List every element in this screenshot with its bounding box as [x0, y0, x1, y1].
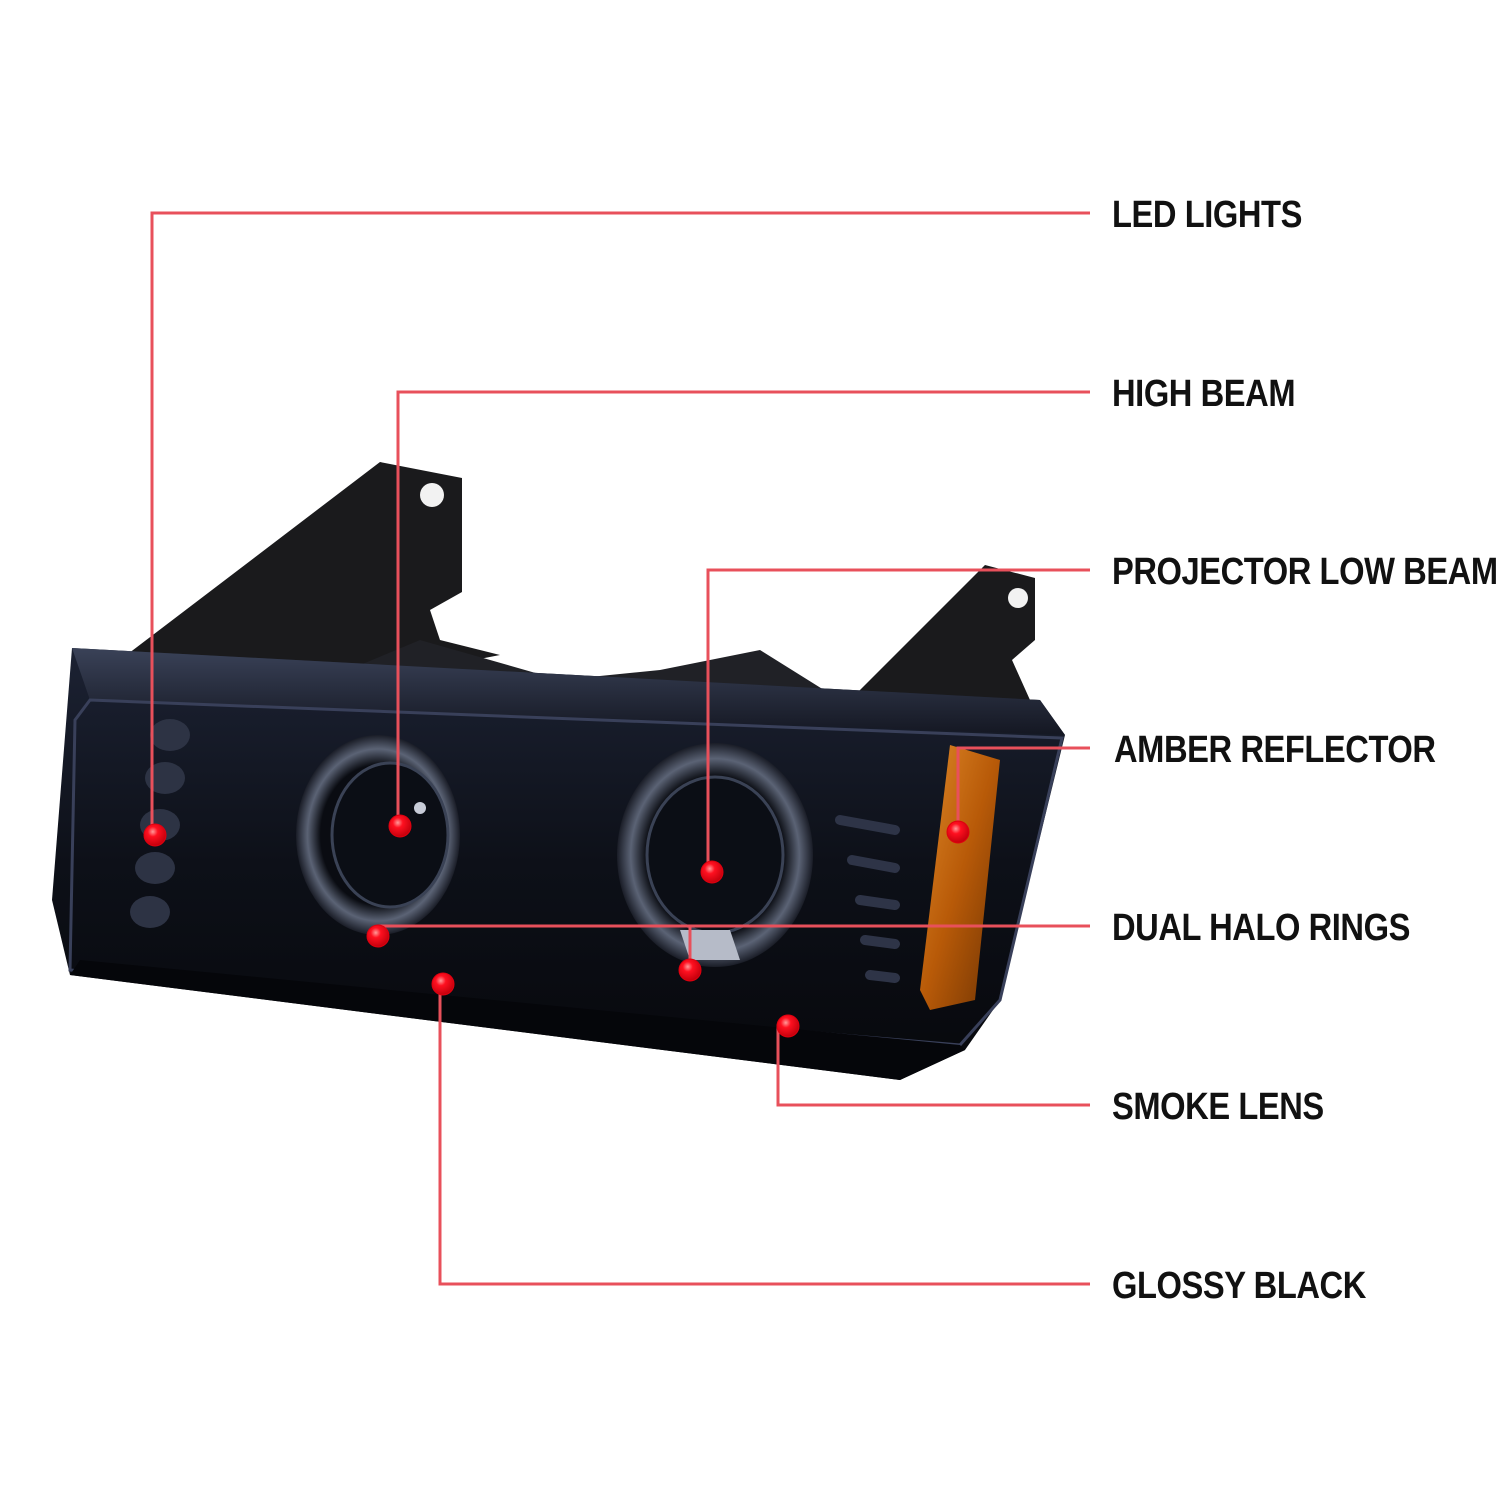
marker-amber-reflector	[946, 820, 970, 844]
label-smoke-lens: SMOKE LENS	[1112, 1086, 1324, 1128]
label-glossy-black: GLOSSY BLACK	[1112, 1265, 1366, 1307]
amber-reflector-lens	[920, 745, 1000, 1010]
halo-ring-right	[617, 743, 813, 967]
marker-dual-halo-rings-left	[366, 924, 390, 948]
marker-glossy-black	[431, 972, 455, 996]
label-led-lights: LED LIGHTS	[1112, 194, 1302, 236]
mounting-bracket-left	[120, 462, 500, 690]
label-amber-reflector: AMBER REFLECTOR	[1114, 729, 1436, 771]
led-column	[130, 719, 190, 928]
marker-dual-halo-rings-right	[678, 958, 702, 982]
bracket-hole-left	[420, 483, 444, 507]
marker-projector-low-beam	[700, 860, 724, 884]
callout-line-glossy-black	[438, 985, 1090, 1286]
callout-line-projector-low-beam	[706, 568, 1090, 872]
housing-body	[52, 648, 1065, 1080]
marker-smoke-lens	[776, 1014, 800, 1038]
callout-markers	[143, 814, 970, 1038]
callout-lines	[150, 211, 1090, 1286]
bracket-hole-right	[1008, 588, 1028, 608]
louvers	[835, 815, 900, 983]
mounting-bracket-right	[850, 565, 1035, 710]
label-projector-low-beam: PROJECTOR LOW BEAM	[1112, 551, 1498, 593]
marker-high-beam	[388, 814, 412, 838]
callout-line-high-beam	[396, 390, 1090, 826]
marker-led-lights	[143, 823, 167, 847]
label-dual-halo-rings: DUAL HALO RINGS	[1112, 907, 1410, 949]
housing-bottom-edge	[70, 960, 965, 1080]
label-high-beam: HIGH BEAM	[1112, 373, 1296, 415]
callout-line-led-lights	[150, 211, 1090, 830]
callout-line-amber-reflector	[956, 746, 1090, 832]
halo-ring-left	[296, 735, 460, 935]
housing-top-trim	[72, 648, 1065, 735]
